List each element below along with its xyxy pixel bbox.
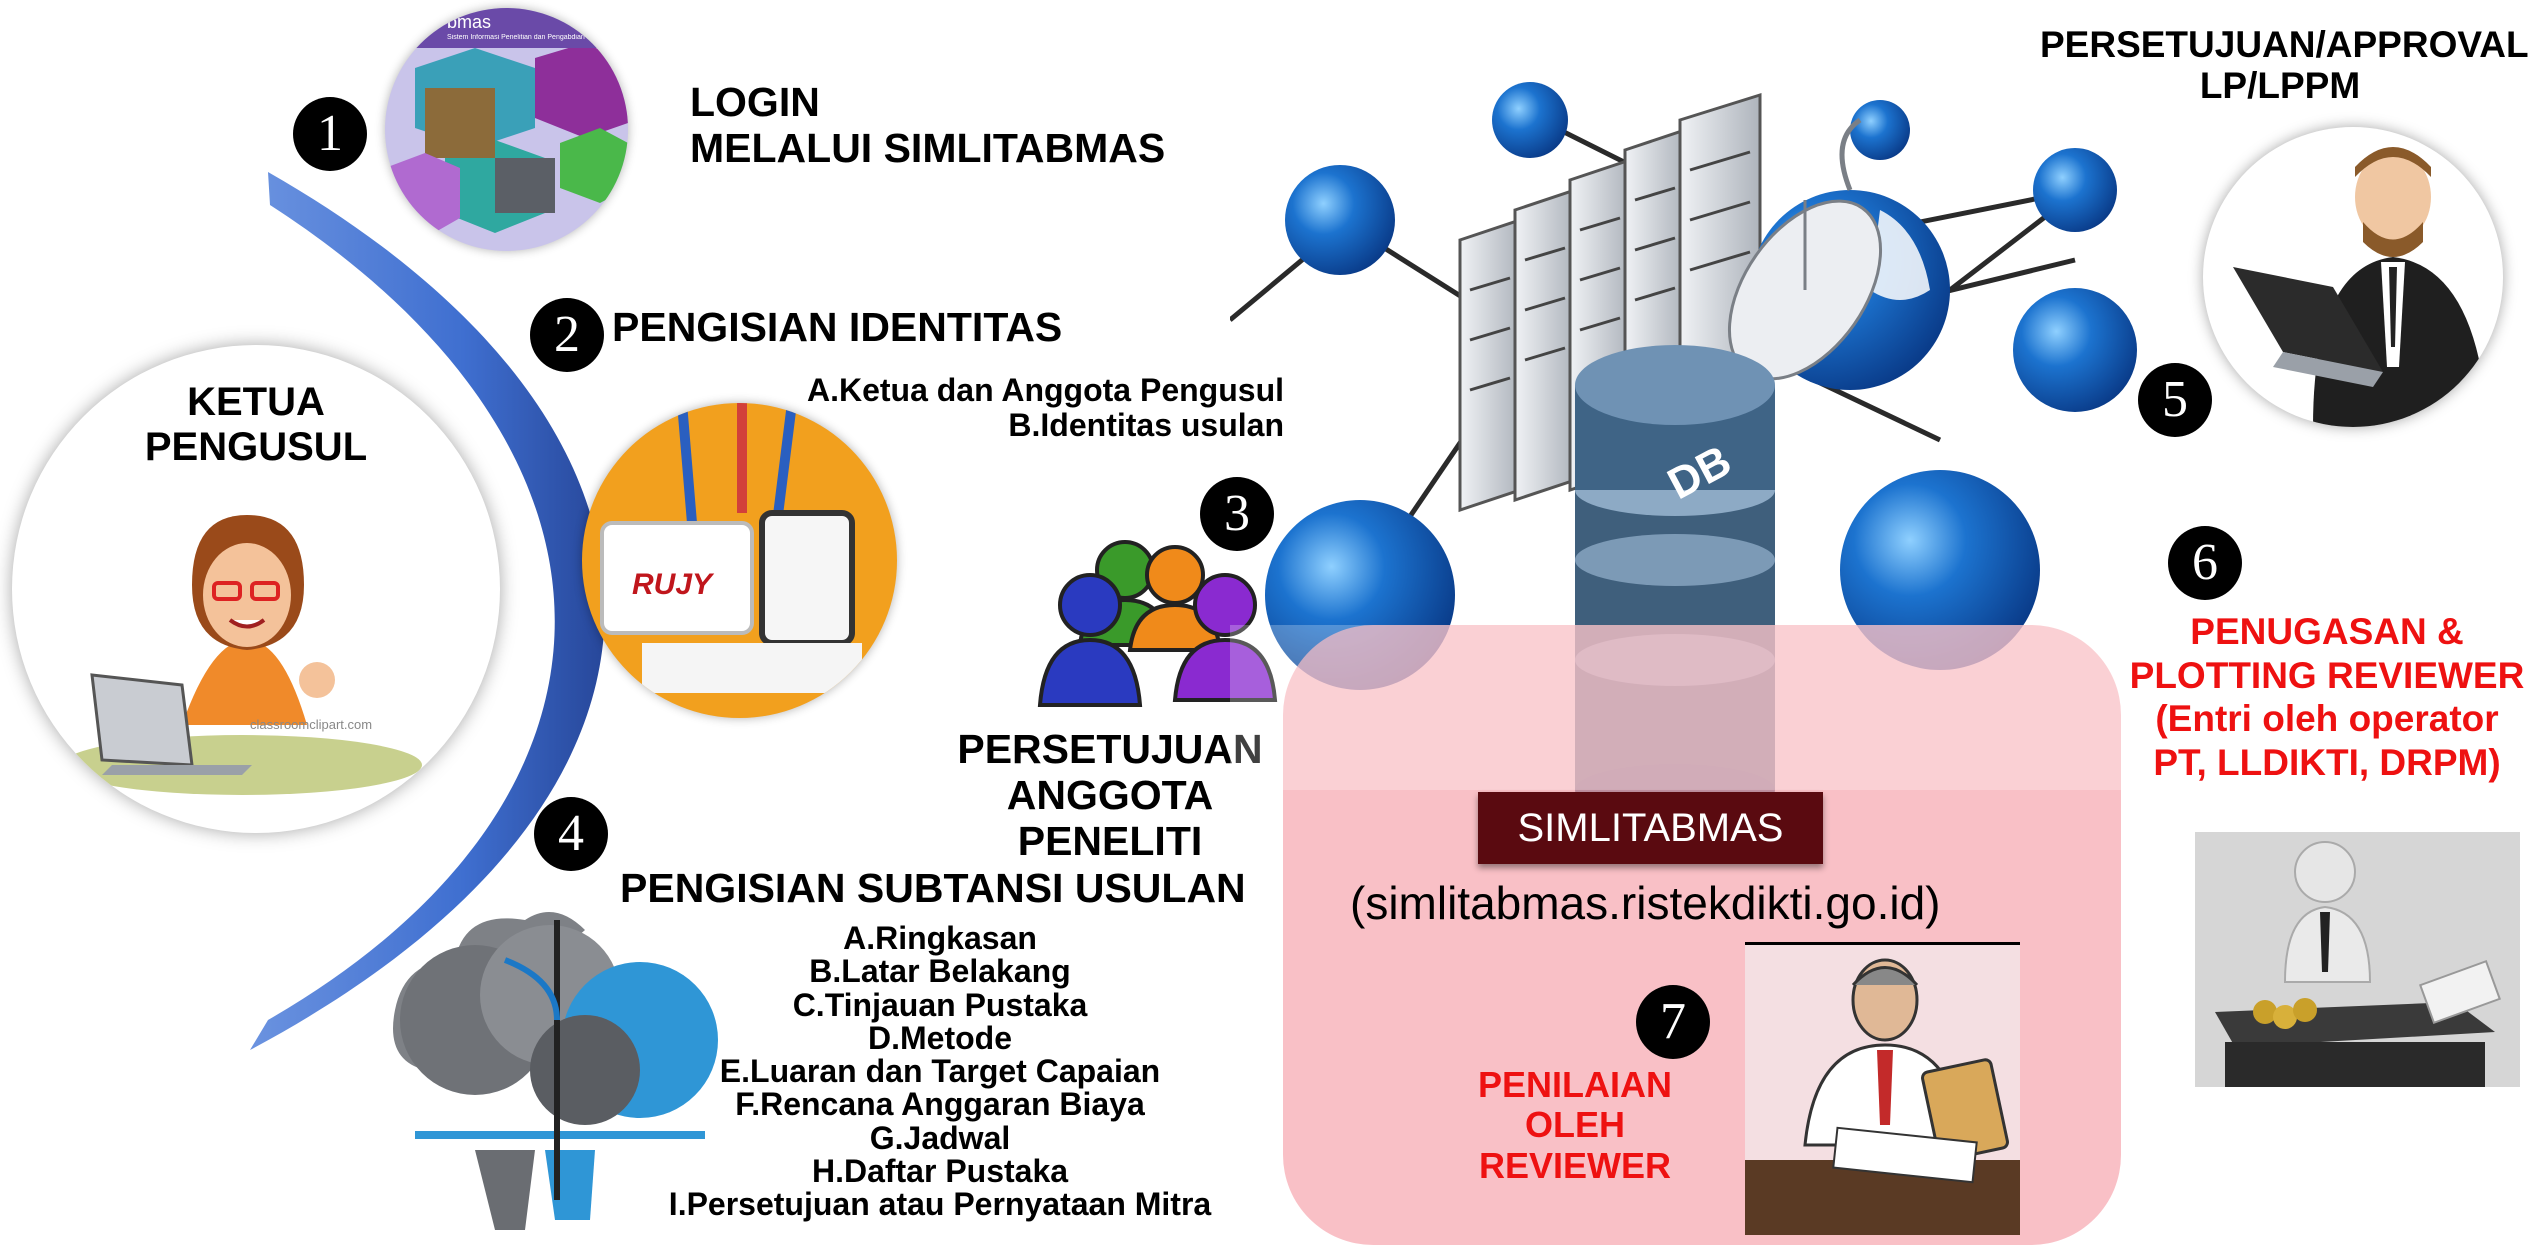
step-4-badge: 4 <box>534 797 608 871</box>
step-4-item-d: D.Metode <box>868 1019 1012 1056</box>
step-1-title-line1: LOGIN <box>690 79 820 125</box>
id-card-icon <box>600 403 862 693</box>
step-3-title-line2: PENELITI <box>1017 817 1203 864</box>
ketua-pengusul-circle: KETUA PENGUSUL classroomclipart.com <box>12 345 500 833</box>
ketua-label-line1: KETUA <box>187 380 325 424</box>
woman-laptop-illustration <box>62 515 422 795</box>
step-4-item-h: H.Daftar Pustaka <box>811 1152 1069 1189</box>
businessman-laptop-illustration <box>2233 147 2488 427</box>
hexagon-photos-icon <box>385 48 628 238</box>
reviewer-illustration <box>1745 945 2020 1235</box>
step-1-thumbnail: bmas Sistem Informasi Penelitian dan Pen… <box>385 8 628 251</box>
step-5-title-line2: LP/LPPM <box>2199 65 2361 107</box>
badge-text: RUJY <box>632 568 713 601</box>
people-group-icon <box>1037 540 1278 707</box>
step-7-badge: 7 <box>1636 985 1710 1059</box>
step-6-badge: 6 <box>2168 526 2242 600</box>
step-6-title-line4: PT, LLDIKTI, DRPM) <box>2153 741 2501 783</box>
simlitabmas-thumb-subheader: Sistem Informasi Penelitian dan Pengabdi… <box>447 34 627 41</box>
ketua-label-line2: PENGUSUL <box>144 424 368 469</box>
reviewer-desk-illustration <box>2195 832 2520 1087</box>
step-6-title-line3: (Entri oleh operator <box>2155 698 2499 740</box>
step-5-thumbnail <box>2203 127 2503 427</box>
simlitabmas-thumb-header: bmas <box>447 12 492 32</box>
step-2-badge: 2 <box>530 298 604 372</box>
step-4-item-a: A.Ringkasan <box>843 920 1037 956</box>
step-4-item-g: G.Jadwal <box>869 1119 1011 1156</box>
step-4-item-e: E.Luaran dan Target Capaian <box>719 1053 1161 1090</box>
step-5-badge: 5 <box>2138 363 2212 437</box>
step-2-thumbnail: RUJY <box>582 403 897 718</box>
horizontal-band <box>1230 625 2250 790</box>
step-2-item-a: A.Ketua dan Anggota Pengusul <box>806 372 1284 408</box>
step-3-title-line1: PERSETUJUAN ANGGOTA <box>957 726 1263 818</box>
step-2-item-b: B.Identitas usulan <box>1008 406 1284 443</box>
step-4-title: PENGISIAN SUBTANSI USULAN <box>620 865 1246 911</box>
brain-cloud-icon <box>393 912 718 1230</box>
step-4-item-c: C.Tinjauan Pustaka <box>792 986 1088 1023</box>
simlitabmas-name: SIMLITABMAS <box>1517 806 1784 850</box>
step-4-item-i: I.Persetujuan atau Pernyataan Mitra <box>668 1186 1212 1223</box>
step-1-title-line2: MELALUI SIMLITABMAS <box>690 124 1166 171</box>
step-7-title-line1: PENILAIAN OLEH <box>1477 1064 1672 1146</box>
step-6-title-line2: PLOTTING REVIEWER <box>2129 654 2525 696</box>
step-7-title-line2: REVIEWER <box>1478 1144 1672 1186</box>
simlitabmas-name-box: SIMLITABMAS <box>1478 792 1823 864</box>
url-underline <box>1745 942 2020 945</box>
watermark-text: classroomclipart.com <box>250 717 373 732</box>
step-4-item-f: F.Rencana Anggaran Biaya <box>735 1086 1145 1123</box>
step-2-title: PENGISIAN IDENTITAS <box>612 304 1063 350</box>
step-5-title-line1: PERSETUJUAN/APPROVAL <box>2040 24 2529 65</box>
step-4-item-b: B.Latar Belakang <box>809 953 1071 990</box>
step-6-title-line1: PENUGASAN & <box>2190 611 2464 652</box>
step-1-badge: 1 <box>293 97 367 171</box>
simlitabmas-url: (simlitabmas.ristekdikti.go.id) <box>1350 877 1941 929</box>
step-3-badge: 3 <box>1200 477 1274 551</box>
